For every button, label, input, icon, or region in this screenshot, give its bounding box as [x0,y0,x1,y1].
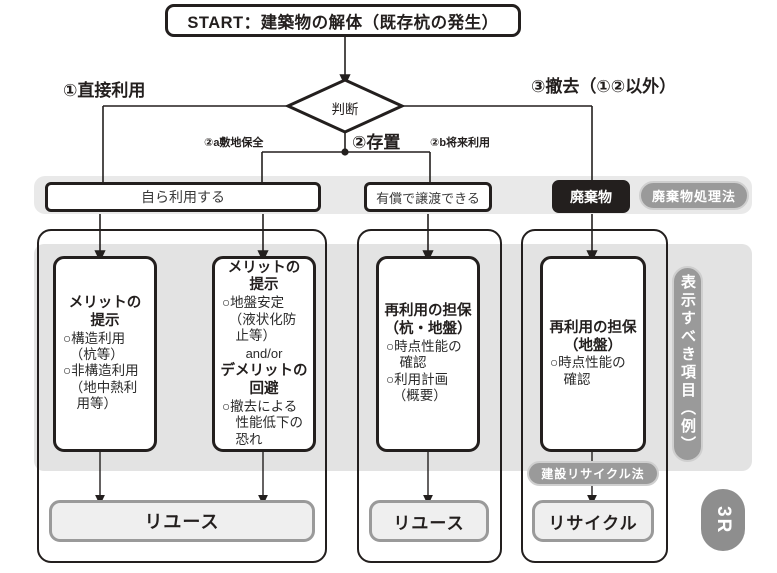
card-line: （概要） [386,388,447,404]
card-connector: and/or [245,345,283,361]
branch-label-direct-use: ①直接利用 [63,81,146,100]
card-line: 止等） [222,328,276,344]
option-box-paid-transfer[interactable]: 有償で譲渡できる [364,182,492,212]
card-line: 確認 [386,355,427,371]
badge-waste-disposal-law: 廃棄物処理法 [639,181,749,210]
card-line: 確認 [550,371,591,387]
option-box-waste[interactable]: 廃棄物 [552,180,630,213]
branch-junction-dot [341,148,349,156]
result-box-reuse-direct[interactable]: リユース [49,500,315,542]
card-heading: 再利用の担保（杭・地盤） [384,303,472,338]
card-line: ○構造利用 [63,330,126,346]
card-line: （杭等） [63,346,124,362]
branch-label-retain: ②存置 [352,133,401,152]
branch-label-removal: ③撤去（①②以外） [531,77,677,96]
column-frame-retain [357,229,502,563]
card-line: 恐れ [222,431,263,447]
badge-display-items: 表示すべき項目（例） [672,266,703,462]
card-line: 性能低下の [222,415,303,431]
detail-card-merit-ground: メリットの提示 ○地盤安定 （液状化防 止等） and/or デメリットの回避 … [212,256,316,452]
card-line: ○時点性能の [386,338,462,354]
card-line: （地中熱利 [63,379,138,395]
column-frame-removal [521,229,668,563]
result-box-reuse-retain[interactable]: リユース [369,500,489,542]
start-box: START：建築物の解体（既存杭の発生） [165,4,521,37]
card-line: ○地盤安定 [222,295,285,311]
card-heading: 再利用の担保（地盤） [549,319,637,354]
option-box-self-use[interactable]: 自ら利用する [45,182,321,212]
decision-label: 判断 [331,102,359,117]
card-heading: メリットの提示 [227,259,301,294]
branch-sublabel-site-preservation: ②a敷地保全 [204,137,264,149]
card-line: ○撤去による [222,398,298,414]
result-box-recycle[interactable]: リサイクル [532,500,654,542]
card-line: 用等） [63,396,117,412]
detail-card-reuse-guarantee-ground: 再利用の担保（地盤） ○時点性能の 確認 [540,256,646,452]
card-line: （液状化防 [222,311,297,327]
badge-3r: 3R [701,489,745,551]
detail-card-reuse-guarantee-pile-ground: 再利用の担保（杭・地盤） ○時点性能の 確認 ○利用計画 （概要） [376,256,480,452]
badge-construction-recycle-law: 建設リサイクル法 [527,461,659,486]
detail-card-merit-structural: メリットの提示 ○構造利用 （杭等） ○非構造利用 （地中熱利 用等） [53,256,157,452]
card-line: ○利用計画 [386,371,449,387]
branch-sublabel-future-use: ②b将来利用 [430,137,491,149]
card-line: ○時点性能の [550,355,626,371]
card-line: ○非構造利用 [63,363,139,379]
column-frame-direct-use [37,229,327,563]
card-heading: メリットの提示 [68,295,142,329]
card-heading-2: デメリットの回避 [220,363,308,398]
